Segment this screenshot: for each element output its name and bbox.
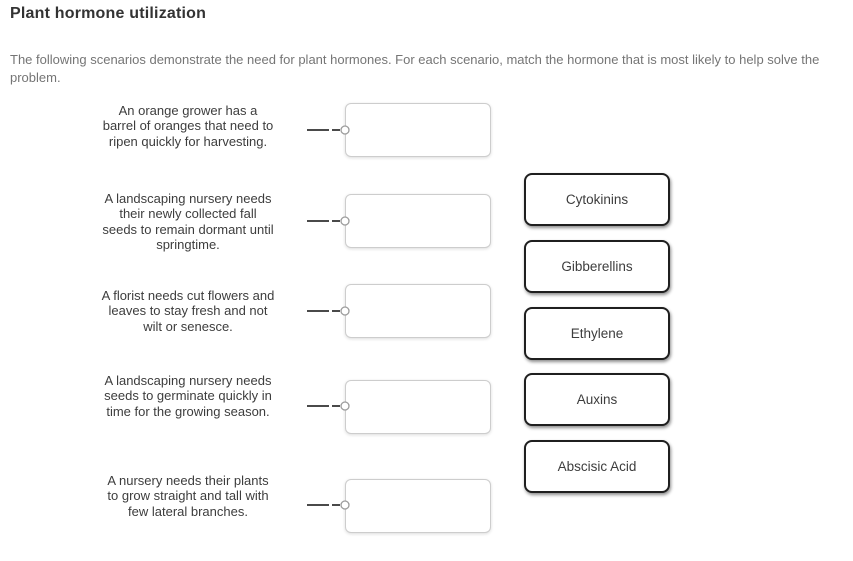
connector-line-icon [307, 401, 350, 411]
connector-line-icon [307, 125, 350, 135]
drop-target-2[interactable] [345, 194, 491, 248]
scenario-text-oranges-ripen: An orange grower has a barrel of oranges… [102, 103, 274, 149]
option-card-auxins[interactable]: Auxins [524, 373, 670, 426]
page-title: Plant hormone utilization [10, 5, 207, 22]
option-card-gibberellins[interactable]: Gibberellins [524, 240, 670, 293]
scenario-text-grow-straight: A nursery needs their plants to grow str… [107, 473, 269, 519]
connector-line-icon [307, 306, 350, 316]
connector-line-icon [307, 500, 350, 510]
instructions-text: The following scenarios demonstrate the … [10, 52, 820, 85]
scenario-text-flowers-fresh: A florist needs cut flowers and leaves t… [101, 288, 275, 334]
connector-line-icon [307, 216, 350, 226]
scenario-text-seeds-dormant: A landscaping nursery needs their newly … [102, 191, 274, 252]
option-card-ethylene[interactable]: Ethylene [524, 307, 670, 360]
drop-target-3[interactable] [345, 284, 491, 338]
option-card-abscisic-acid[interactable]: Abscisic Acid [524, 440, 670, 493]
drop-target-5[interactable] [345, 479, 491, 533]
option-card-cytokinins[interactable]: Cytokinins [524, 173, 670, 226]
drop-target-4[interactable] [345, 380, 491, 434]
scenario-text-seeds-germinate: A landscaping nursery needs seeds to ger… [104, 373, 272, 419]
drop-target-1[interactable] [345, 103, 491, 157]
